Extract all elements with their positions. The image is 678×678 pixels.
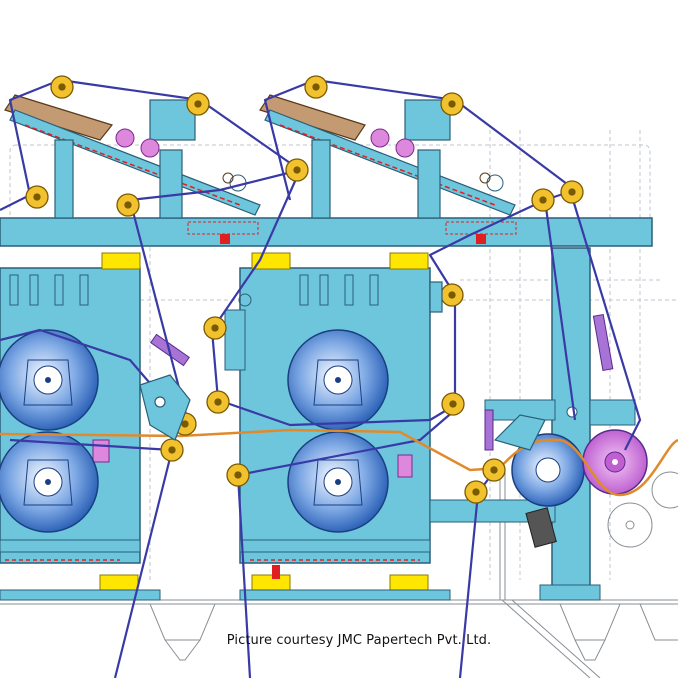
paper-web-icon: [0, 428, 678, 497]
guide-roll-icon: [206, 390, 230, 414]
press-roll-icon: [582, 429, 648, 495]
image-caption: Picture courtesy JMC Papertech Pvt. Ltd.: [226, 633, 492, 648]
guide-roll-icon: [440, 92, 464, 116]
felt-conditioner-left: [4, 94, 261, 219]
guide-roll-icon: [440, 283, 464, 307]
top-beam: [0, 217, 653, 247]
guide-rolls: [25, 75, 584, 504]
guide-roll-icon: [285, 158, 309, 182]
press-rolls: [0, 329, 648, 548]
press-roll-icon: [287, 431, 389, 533]
press-roll-icon: [0, 431, 99, 533]
guide-roll-icon: [304, 75, 328, 99]
press-roll-icon: [0, 329, 99, 431]
guide-roll-icon: [560, 180, 584, 204]
guide-roll-icon: [116, 193, 140, 217]
guide-roll-icon: [482, 458, 506, 482]
guide-roll-icon: [441, 392, 465, 416]
guide-roll-icon: [203, 316, 227, 340]
guide-roll-icon: [160, 438, 184, 462]
guide-roll-icon: [25, 185, 49, 209]
press-roll-icon: [287, 329, 389, 431]
guide-roll-icon: [186, 92, 210, 116]
press-stand-1: [0, 252, 161, 601]
guide-roll-icon: [50, 75, 74, 99]
felt-conditioner-right: [259, 94, 516, 219]
dryer-cylinder-icon: [511, 433, 585, 548]
guide-roll-icon: [226, 463, 250, 487]
doctor-mechanisms: [139, 281, 546, 451]
guide-roll-icon: [531, 188, 555, 212]
guide-roll-icon: [464, 480, 488, 504]
